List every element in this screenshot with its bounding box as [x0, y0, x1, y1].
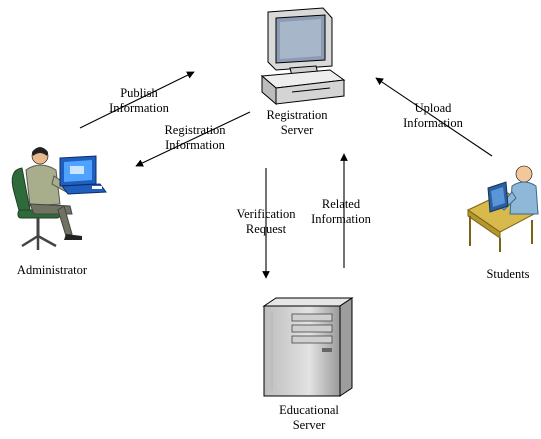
registration-server-line1: Registration: [266, 108, 328, 122]
upload-line2: Information: [403, 116, 463, 130]
edge-upload-arrow: [375, 77, 493, 157]
administrator-at-computer-icon: [11, 147, 107, 250]
registration-info-line2: Information: [165, 138, 225, 152]
verification-request-label: Verification Request: [222, 207, 310, 237]
upload-information-label: Upload Information: [388, 101, 478, 131]
publish-line1: Publish: [120, 86, 158, 100]
verification-line2: Request: [245, 222, 287, 236]
student-at-desk-icon: [467, 165, 540, 252]
registration-server-line2: Server: [280, 123, 314, 137]
related-information-label: Related Information: [296, 197, 386, 227]
registration-server-label: Registration Server: [252, 108, 342, 138]
upload-line1: Upload: [414, 101, 452, 115]
verification-line1: Verification: [236, 207, 296, 221]
educational-server-line2: Server: [292, 418, 326, 432]
desktop-computer-icon: [260, 7, 346, 106]
registration-info-line1: Registration: [164, 123, 226, 137]
registration-information-label: Registration Information: [150, 123, 240, 153]
students-label: Students: [486, 267, 530, 281]
administrator-label: Administrator: [16, 263, 88, 277]
edge-publish-arrow: [79, 71, 195, 129]
edge-registration-info-arrow: [135, 111, 251, 167]
related-line1: Related: [321, 197, 361, 211]
educational-server-label: Educational Server: [264, 403, 354, 433]
educational-server-line1: Educational: [279, 403, 339, 417]
server-tower-icon: [262, 297, 354, 397]
publish-line2: Information: [109, 101, 169, 115]
publish-information-label: Publish Information: [94, 86, 184, 116]
related-line2: Information: [311, 212, 371, 226]
